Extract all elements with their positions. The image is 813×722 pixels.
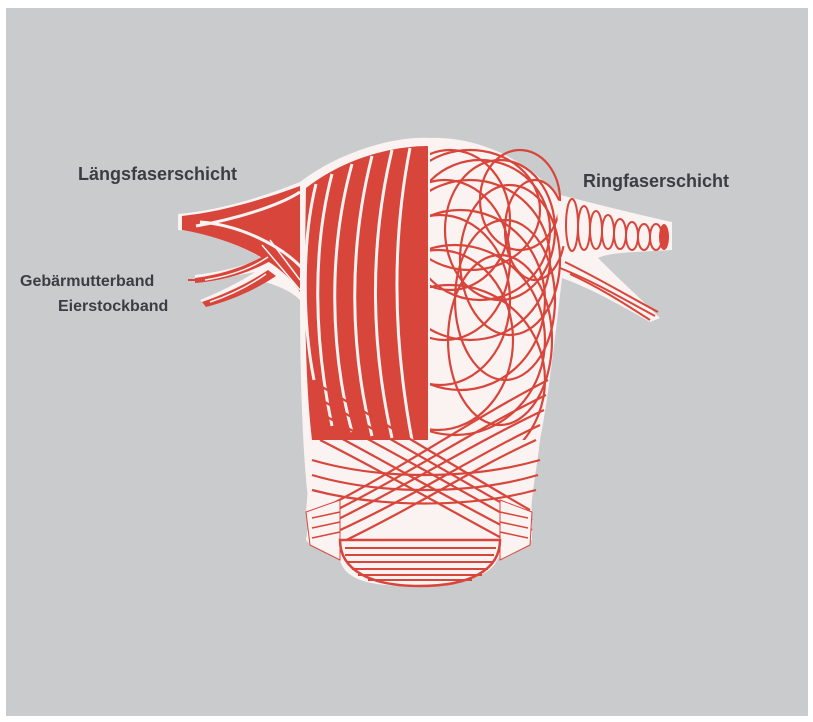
label-uterine-ligament: Gebärmutterband bbox=[20, 273, 154, 291]
label-longitudinal-layer: Längsfaserschicht bbox=[78, 164, 237, 185]
label-ovarian-ligament: Eierstockband bbox=[58, 298, 168, 316]
label-circular-layer: Ringfaserschicht bbox=[583, 171, 729, 192]
